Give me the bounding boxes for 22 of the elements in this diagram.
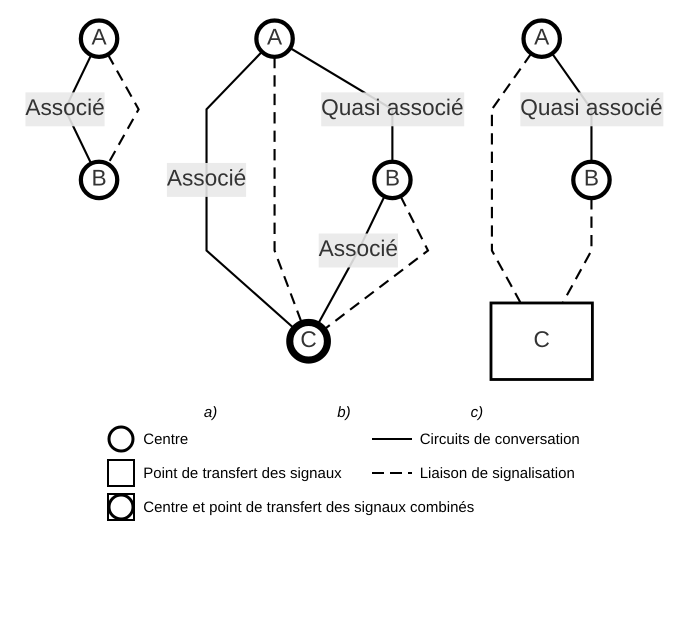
node-circle: B <box>372 160 412 200</box>
edge-label: Associé <box>166 167 246 192</box>
legend-text: Centre et point de transfert des signaux combinés <box>143 498 474 516</box>
panel-label: c) <box>470 404 484 421</box>
connector <box>490 52 532 304</box>
node-circle: A <box>520 18 562 59</box>
edge-label: Quasi associé <box>320 96 464 121</box>
edge-label: Associé <box>24 96 104 121</box>
node-circle: A <box>254 18 294 59</box>
panel-label: a) <box>204 404 218 421</box>
legend-text: Circuits de conversation <box>420 430 580 448</box>
legend-text: Liaison de signalisation <box>420 464 575 482</box>
node-box: C <box>489 302 594 381</box>
node-circle: B <box>570 160 612 200</box>
legend-text: Point de transfert des signaux <box>143 464 342 482</box>
panel-label: b) <box>337 404 351 421</box>
node-circle: A <box>78 18 119 59</box>
node-circle: C <box>286 318 330 364</box>
edge-label: Quasi associé <box>520 96 662 121</box>
legend-text: Centre <box>143 430 188 448</box>
edge-label: Associé <box>318 238 398 262</box>
node-circle: B <box>78 160 119 200</box>
